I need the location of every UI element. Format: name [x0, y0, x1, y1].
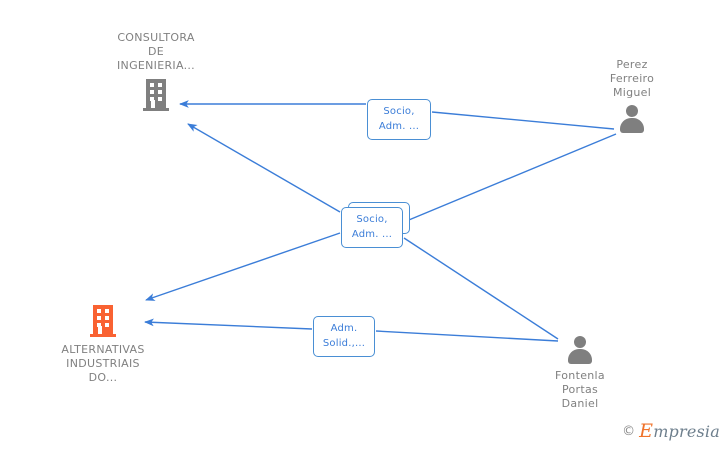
- brand-name: Empresia: [639, 420, 720, 442]
- edge-label-top[interactable]: Socio, Adm. ...: [367, 99, 431, 140]
- node-label-consultora: CONSULTORA DE INGENIERIA...: [117, 31, 195, 72]
- person-icon: [566, 336, 594, 364]
- node-label-alternativas: ALTERNATIVAS INDUSTRIAIS DO...: [61, 343, 145, 384]
- node-label-fontenla: Fontenla Portas Daniel: [555, 369, 605, 410]
- edge-label-middle[interactable]: Socio, Adm. ...: [341, 207, 403, 248]
- node-person-fontenla[interactable]: Fontenla Portas Daniel: [520, 336, 640, 411]
- node-label-perez: Perez Ferreiro Miguel: [609, 58, 655, 99]
- edge-label-bottom[interactable]: Adm. Solid.,...: [313, 316, 375, 357]
- edge-fontenla-consultora-right: [403, 237, 559, 340]
- edge-fontenla-consultora-left: [187, 123, 341, 213]
- edge-perez-alternativas-left: [145, 232, 341, 301]
- node-company-alternativas[interactable]: ALTERNATIVAS INDUSTRIAIS DO...: [28, 305, 178, 385]
- building-icon: [143, 79, 169, 111]
- building-icon: [90, 305, 116, 337]
- edge-perez-alternativas-right: [403, 133, 617, 223]
- watermark: © Empresia: [622, 420, 720, 442]
- node-company-consultora[interactable]: CONSULTORA DE INGENIERIA...: [81, 31, 231, 111]
- node-person-perez[interactable]: Perez Ferreiro Miguel: [572, 58, 692, 133]
- brand-capital: E: [639, 420, 654, 442]
- person-icon: [618, 105, 646, 133]
- copyright-icon: ©: [622, 423, 636, 439]
- brand-rest: mpresia: [653, 422, 720, 441]
